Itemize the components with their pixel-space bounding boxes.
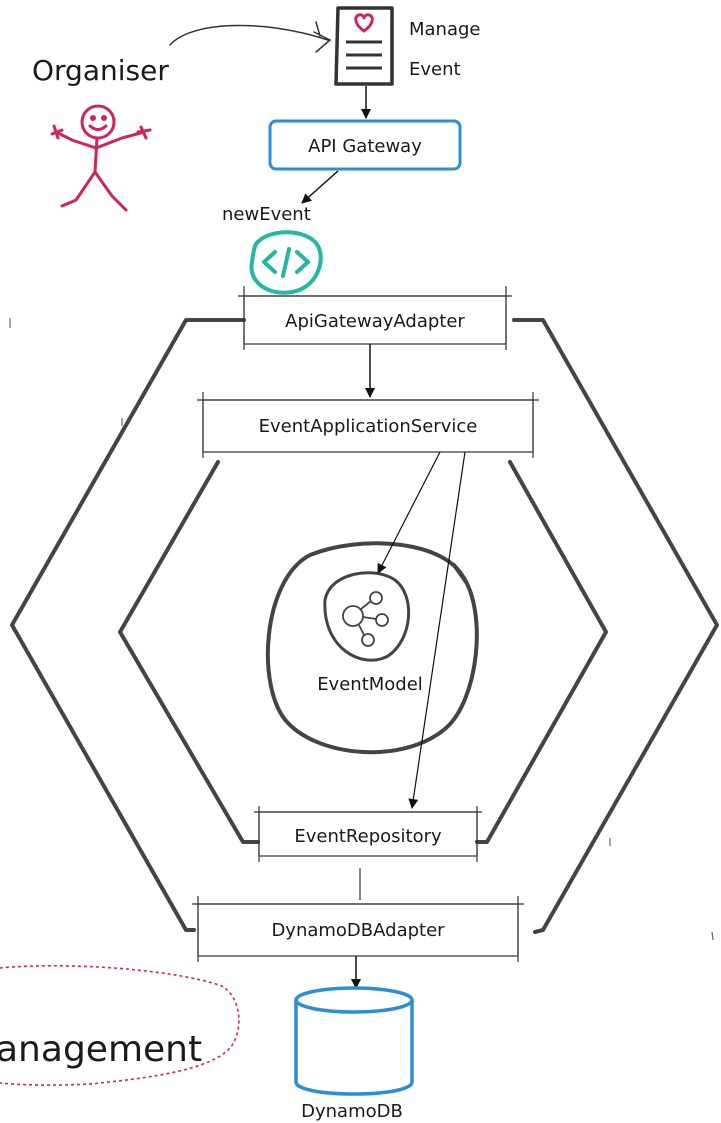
outer-hexagon [10, 318, 719, 934]
new-event-label: newEvent [222, 204, 311, 225]
database-label: DynamoDB [301, 1101, 403, 1122]
repository-label: EventRepository [294, 826, 442, 847]
domain-core-blob [265, 541, 479, 755]
api-gateway-adapter-label: ApiGatewayAdapter [285, 311, 465, 332]
actor-label: Organiser [32, 54, 169, 87]
graph-icon [342, 591, 389, 647]
bounded-context-label: anagement [0, 1029, 202, 1070]
stray-marks [9, 318, 714, 941]
heart-icon [354, 13, 374, 33]
dynamodb-adapter-box [192, 896, 524, 962]
api-gateway-label: API Gateway [308, 136, 422, 157]
manage-event-label-2: Event [409, 59, 461, 80]
document-icon [334, 6, 394, 86]
domain-core-blob-tail [452, 563, 468, 584]
service-to-model-arrow [377, 451, 441, 574]
stick-figure-icon [50, 104, 152, 212]
code-icon [249, 230, 323, 295]
bounded-context-border [0, 964, 240, 1086]
inner-hexagon [118, 460, 608, 844]
actor-to-document-arrow [169, 21, 332, 53]
database-icon [294, 986, 414, 1096]
application-service-box [197, 392, 539, 458]
event-model-circle [323, 571, 411, 662]
service-to-repository-arrow [408, 451, 466, 809]
manage-event-label-1: Manage [409, 19, 481, 40]
api-gateway-adapter-box [238, 286, 512, 350]
repository-box [254, 806, 482, 862]
dynamodb-adapter-label: DynamoDBAdapter [271, 920, 445, 941]
application-service-label: EventApplicationService [259, 416, 478, 437]
event-model-label: EventModel [317, 674, 423, 695]
gateway-to-newevent-arrow [301, 170, 339, 204]
api-gateway-box [268, 119, 462, 171]
